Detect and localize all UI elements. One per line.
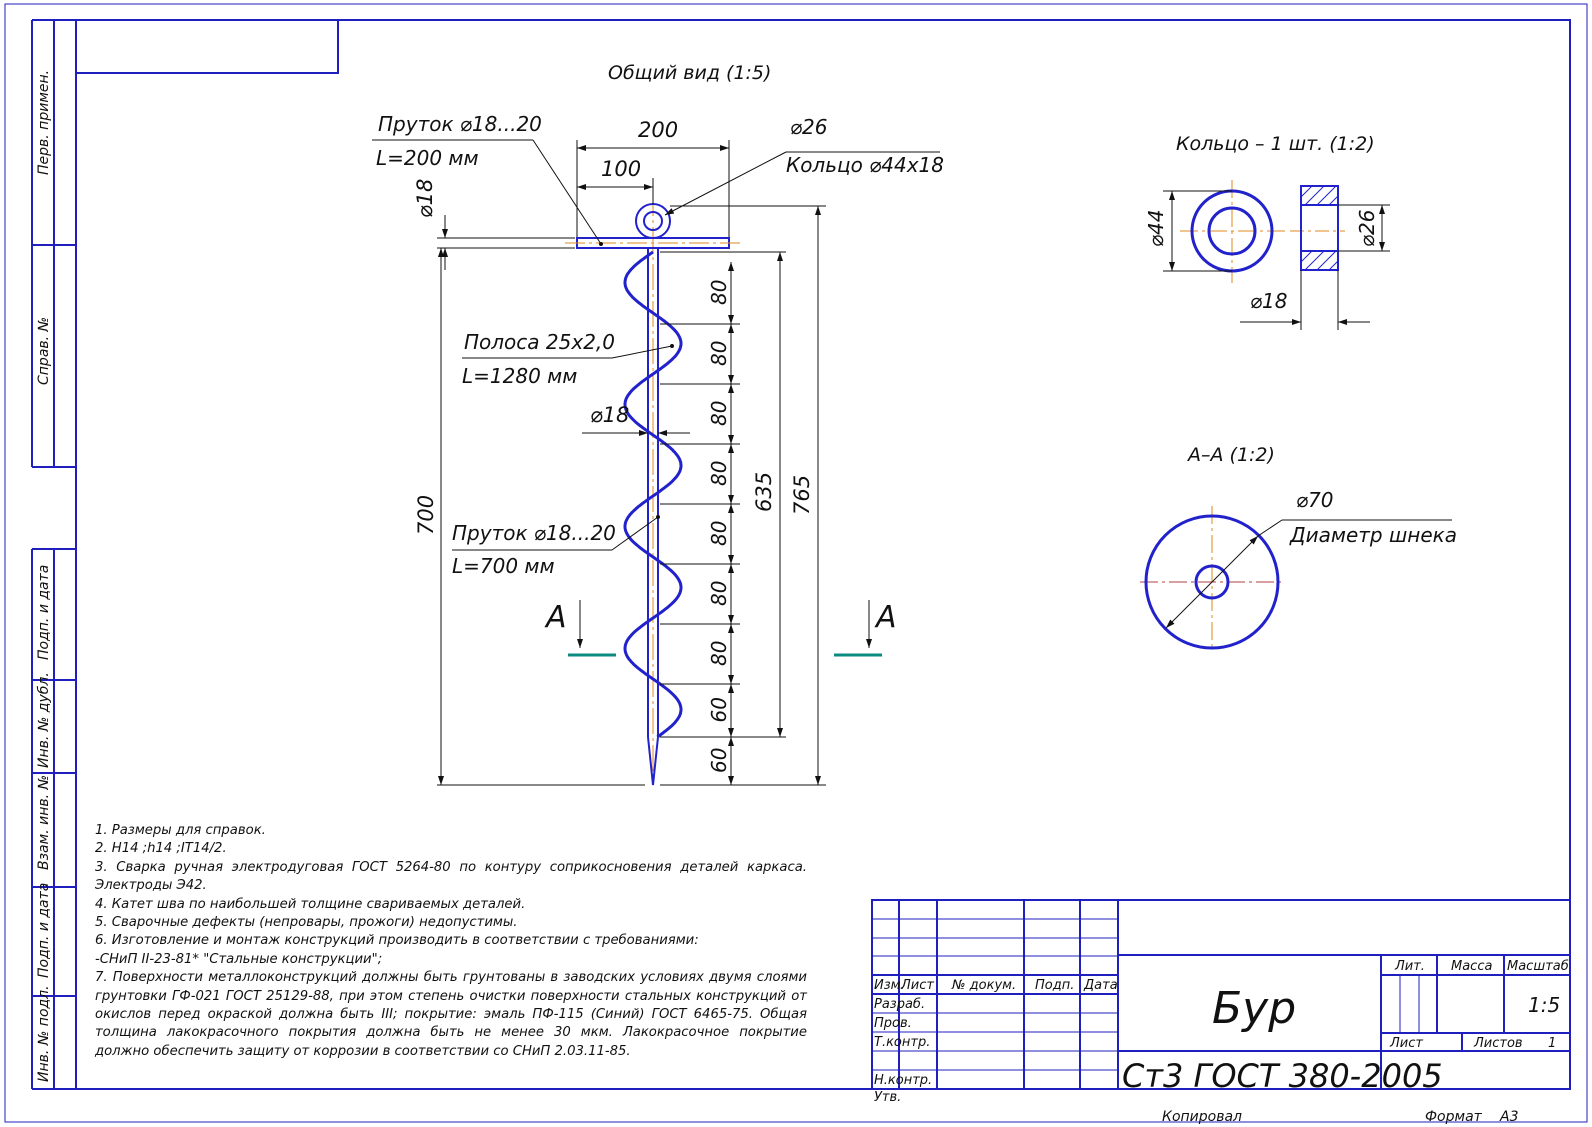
callout-strip-2: L=1280 мм bbox=[462, 364, 577, 388]
tb-prov: Пров. bbox=[874, 1016, 912, 1031]
note-3: 3. Сварка ручная электродуговая ГОСТ 526… bbox=[95, 859, 807, 894]
tb-dokum: № докум. bbox=[951, 978, 1016, 993]
callout-strip-1: Полоса 25х2,0 bbox=[464, 330, 615, 354]
side-podp-data-2: Подп. и дата bbox=[36, 883, 52, 978]
tb-lit: Лит. bbox=[1394, 959, 1425, 974]
note-6: 6. Изготовление и монтаж конструкций про… bbox=[95, 933, 699, 949]
tb-podp: Подп. bbox=[1035, 978, 1074, 993]
callout-top-rod-1: Пруток ⌀18...20 bbox=[378, 112, 542, 136]
title-block-labels: Изм. Лист № докум. Подп. Дата Разраб. Пр… bbox=[874, 959, 1569, 1105]
dim-100: 100 bbox=[601, 157, 641, 181]
side-perv-primen: Перв. примен. bbox=[36, 70, 52, 175]
tb-utv: Утв. bbox=[874, 1090, 901, 1105]
ring-view bbox=[1180, 180, 1345, 283]
note-5: 5. Сварочные дефекты (непровары, прожоги… bbox=[95, 915, 518, 931]
ring-side-bottom-hatch bbox=[1300, 250, 1339, 271]
pitch-dimension-label: 80 bbox=[707, 641, 731, 666]
callout-dot-top-rod bbox=[599, 242, 603, 246]
section-marks: А А bbox=[544, 600, 897, 657]
dim-765: 765 bbox=[790, 475, 814, 515]
side-sprav-no: Справ. № bbox=[36, 317, 52, 385]
tb-tkontr: Т.контр. bbox=[874, 1035, 930, 1050]
main-view-title: Общий вид (1:5) bbox=[608, 62, 771, 84]
callout-ring-1: ⌀26 bbox=[790, 115, 828, 139]
tb-izm: Изм. bbox=[874, 978, 905, 993]
kopiroval-label: Копировал bbox=[1162, 1109, 1242, 1125]
tb-razrab: Разраб. bbox=[874, 997, 925, 1012]
pitch-dimension-label: 80 bbox=[707, 341, 731, 366]
tb-nkontr: Н.контр. bbox=[874, 1073, 932, 1088]
tb-sheets: Листов bbox=[1473, 1036, 1523, 1051]
note-7: 7. Поверхности металлоконструкций должны… bbox=[95, 970, 807, 1059]
side-stamp bbox=[31, 19, 76, 1090]
callout-rod-main-1: Пруток ⌀18...20 bbox=[452, 521, 616, 545]
section-mark-right: А bbox=[874, 600, 897, 635]
side-inv-dubl: Инв. № дубл. bbox=[36, 672, 52, 768]
pitch-dimension-label: 80 bbox=[707, 521, 731, 546]
ring-dimensions bbox=[1163, 190, 1390, 330]
tb-massa: Масса bbox=[1451, 959, 1492, 974]
auger-spiral bbox=[623, 250, 683, 739]
callout-rod-main-2: L=700 мм bbox=[452, 554, 555, 578]
ring-side-top-hatch bbox=[1300, 185, 1339, 206]
callout-lines bbox=[372, 139, 940, 551]
pitch-dimension-lines bbox=[660, 262, 740, 785]
note-6a: -СНиП II-23-81* "Стальные конструкции"; bbox=[95, 951, 383, 967]
tb-list-col: Лист bbox=[900, 978, 934, 993]
format-value: А3 bbox=[1499, 1109, 1518, 1125]
pitch-dimension-label: 80 bbox=[707, 461, 731, 486]
tb-data: Дата bbox=[1083, 978, 1118, 993]
side-stamp-labels: Перв. примен. Справ. № Подп. и дата Инв.… bbox=[36, 70, 52, 1082]
note-2: 2. Н14 ;h14 ;IT14/2. bbox=[95, 841, 227, 857]
pitch-dimension-label: 60 bbox=[707, 748, 731, 773]
callout-ring-2: Кольцо ⌀44х18 bbox=[786, 153, 944, 177]
dim-700: 700 bbox=[414, 495, 438, 535]
ring-view-title: Кольцо – 1 шт. (1:2) bbox=[1176, 133, 1375, 155]
title-block-thin bbox=[872, 918, 1118, 1071]
pitch-dimension-label: 80 bbox=[707, 581, 731, 606]
sheet-frame bbox=[4, 3, 1588, 1123]
dim-ring-inner: ⌀26 bbox=[1355, 210, 1379, 248]
section-mark-left: А bbox=[544, 600, 567, 635]
main-dimensions bbox=[437, 140, 826, 786]
dim-rod-dia: ⌀18 bbox=[413, 179, 437, 218]
section-view-title: А–А (1:2) bbox=[1186, 444, 1275, 466]
callout-dot-strip bbox=[670, 344, 674, 348]
ring-inner bbox=[643, 211, 663, 231]
tb-scale: 1:5 bbox=[1528, 993, 1560, 1017]
dim-ring-width: ⌀18 bbox=[1250, 289, 1288, 313]
ring-side-view bbox=[1300, 185, 1339, 271]
technical-notes: 1. Размеры для справок. 2. Н14 ;h14 ;IT1… bbox=[95, 822, 807, 1061]
note-1: 1. Размеры для справок. bbox=[95, 823, 266, 838]
shaft-tip bbox=[647, 736, 659, 786]
tb-material: Ст3 ГОСТ 380-2005 bbox=[1122, 1057, 1443, 1095]
side-podp-data-1: Подп. и дата bbox=[36, 565, 52, 660]
pitch-dimension-label: 80 bbox=[707, 401, 731, 426]
callout-auger-2: Диаметр шнека bbox=[1289, 523, 1457, 547]
format-label: Формат bbox=[1425, 1109, 1483, 1125]
callout-auger-1: ⌀70 bbox=[1296, 488, 1334, 512]
callout-top-rod-2: L=200 мм bbox=[376, 146, 479, 170]
tb-part-name: Бур bbox=[1212, 983, 1296, 1034]
pitch-dimension-label: 60 bbox=[707, 697, 731, 722]
dim-200: 200 bbox=[638, 118, 678, 142]
tb-sheets-count: 1 bbox=[1548, 1036, 1556, 1051]
side-vzam-inv: Взам. инв. № bbox=[36, 775, 52, 870]
note-4: 4. Катет шва по наибольшей толщине свари… bbox=[95, 896, 526, 912]
dim-shaft-dia: ⌀18 bbox=[590, 403, 629, 427]
callout-dot-rod bbox=[656, 515, 660, 519]
tb-masshtab: Масштаб bbox=[1507, 959, 1569, 974]
section-auger-circle bbox=[1144, 514, 1280, 650]
dim-635: 635 bbox=[752, 472, 776, 512]
ring-view-inner bbox=[1207, 206, 1257, 256]
side-inv-podl: Инв. № подл. bbox=[36, 985, 52, 1082]
auger-main-view bbox=[565, 190, 740, 786]
tb-sheet: Лист bbox=[1389, 1036, 1423, 1051]
dim-ring-outer: ⌀44 bbox=[1144, 210, 1168, 248]
pitch-dimension-label: 80 bbox=[707, 280, 731, 305]
title-block bbox=[871, 899, 1571, 1090]
section-view bbox=[1140, 506, 1452, 650]
pitch-dimension-labels: 80 80 80 80 80 80 80 60 60 bbox=[707, 280, 731, 773]
